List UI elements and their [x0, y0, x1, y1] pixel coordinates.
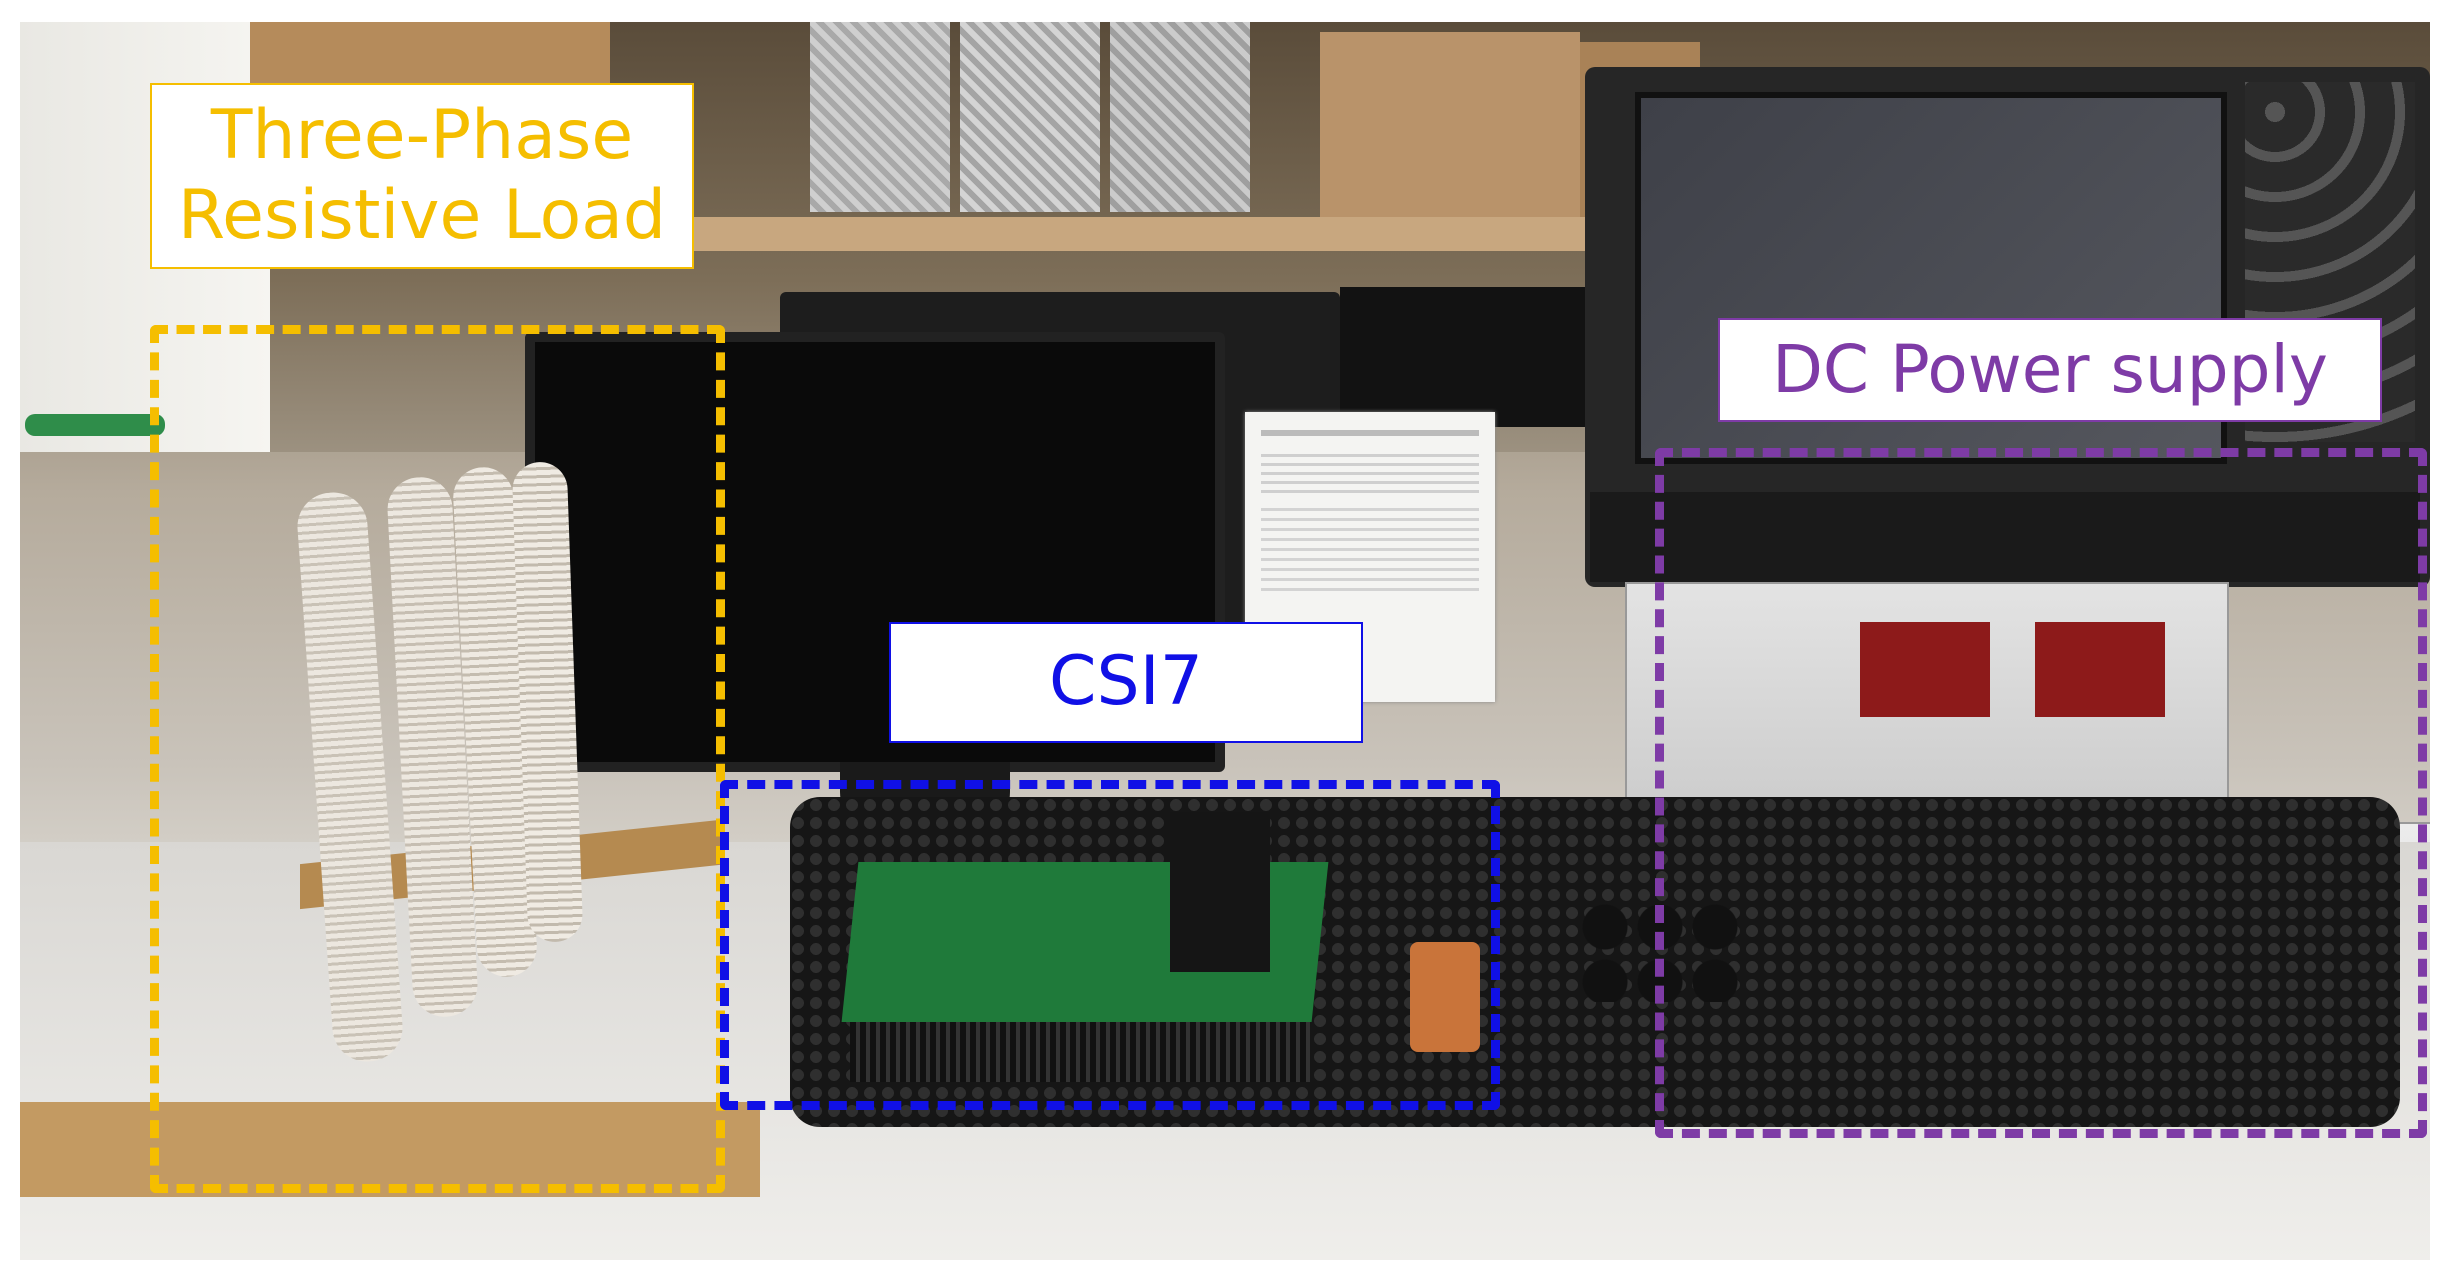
load-label: Three-Phase Resistive Load [150, 83, 694, 269]
cardboard-box [1320, 32, 1580, 217]
rack-unit [960, 22, 1100, 212]
inductor [1410, 942, 1480, 1052]
heatsink [850, 1012, 1310, 1082]
rack-unit [810, 22, 950, 212]
oscilloscope-inputs [1590, 492, 2420, 582]
csi-region-box [720, 780, 1500, 1110]
dc-display-2 [2035, 622, 2165, 717]
dc-region-box [1655, 448, 2427, 1138]
dc-label: DC Power supply [1718, 318, 2382, 422]
wood-base [20, 1102, 760, 1197]
csi-label: CSI7 [889, 622, 1363, 743]
rack-unit [1110, 22, 1250, 212]
load-region-box [150, 325, 725, 1193]
dc-display-1 [1860, 622, 1990, 717]
pcb-heatsink [1170, 812, 1270, 972]
marker [25, 414, 165, 436]
